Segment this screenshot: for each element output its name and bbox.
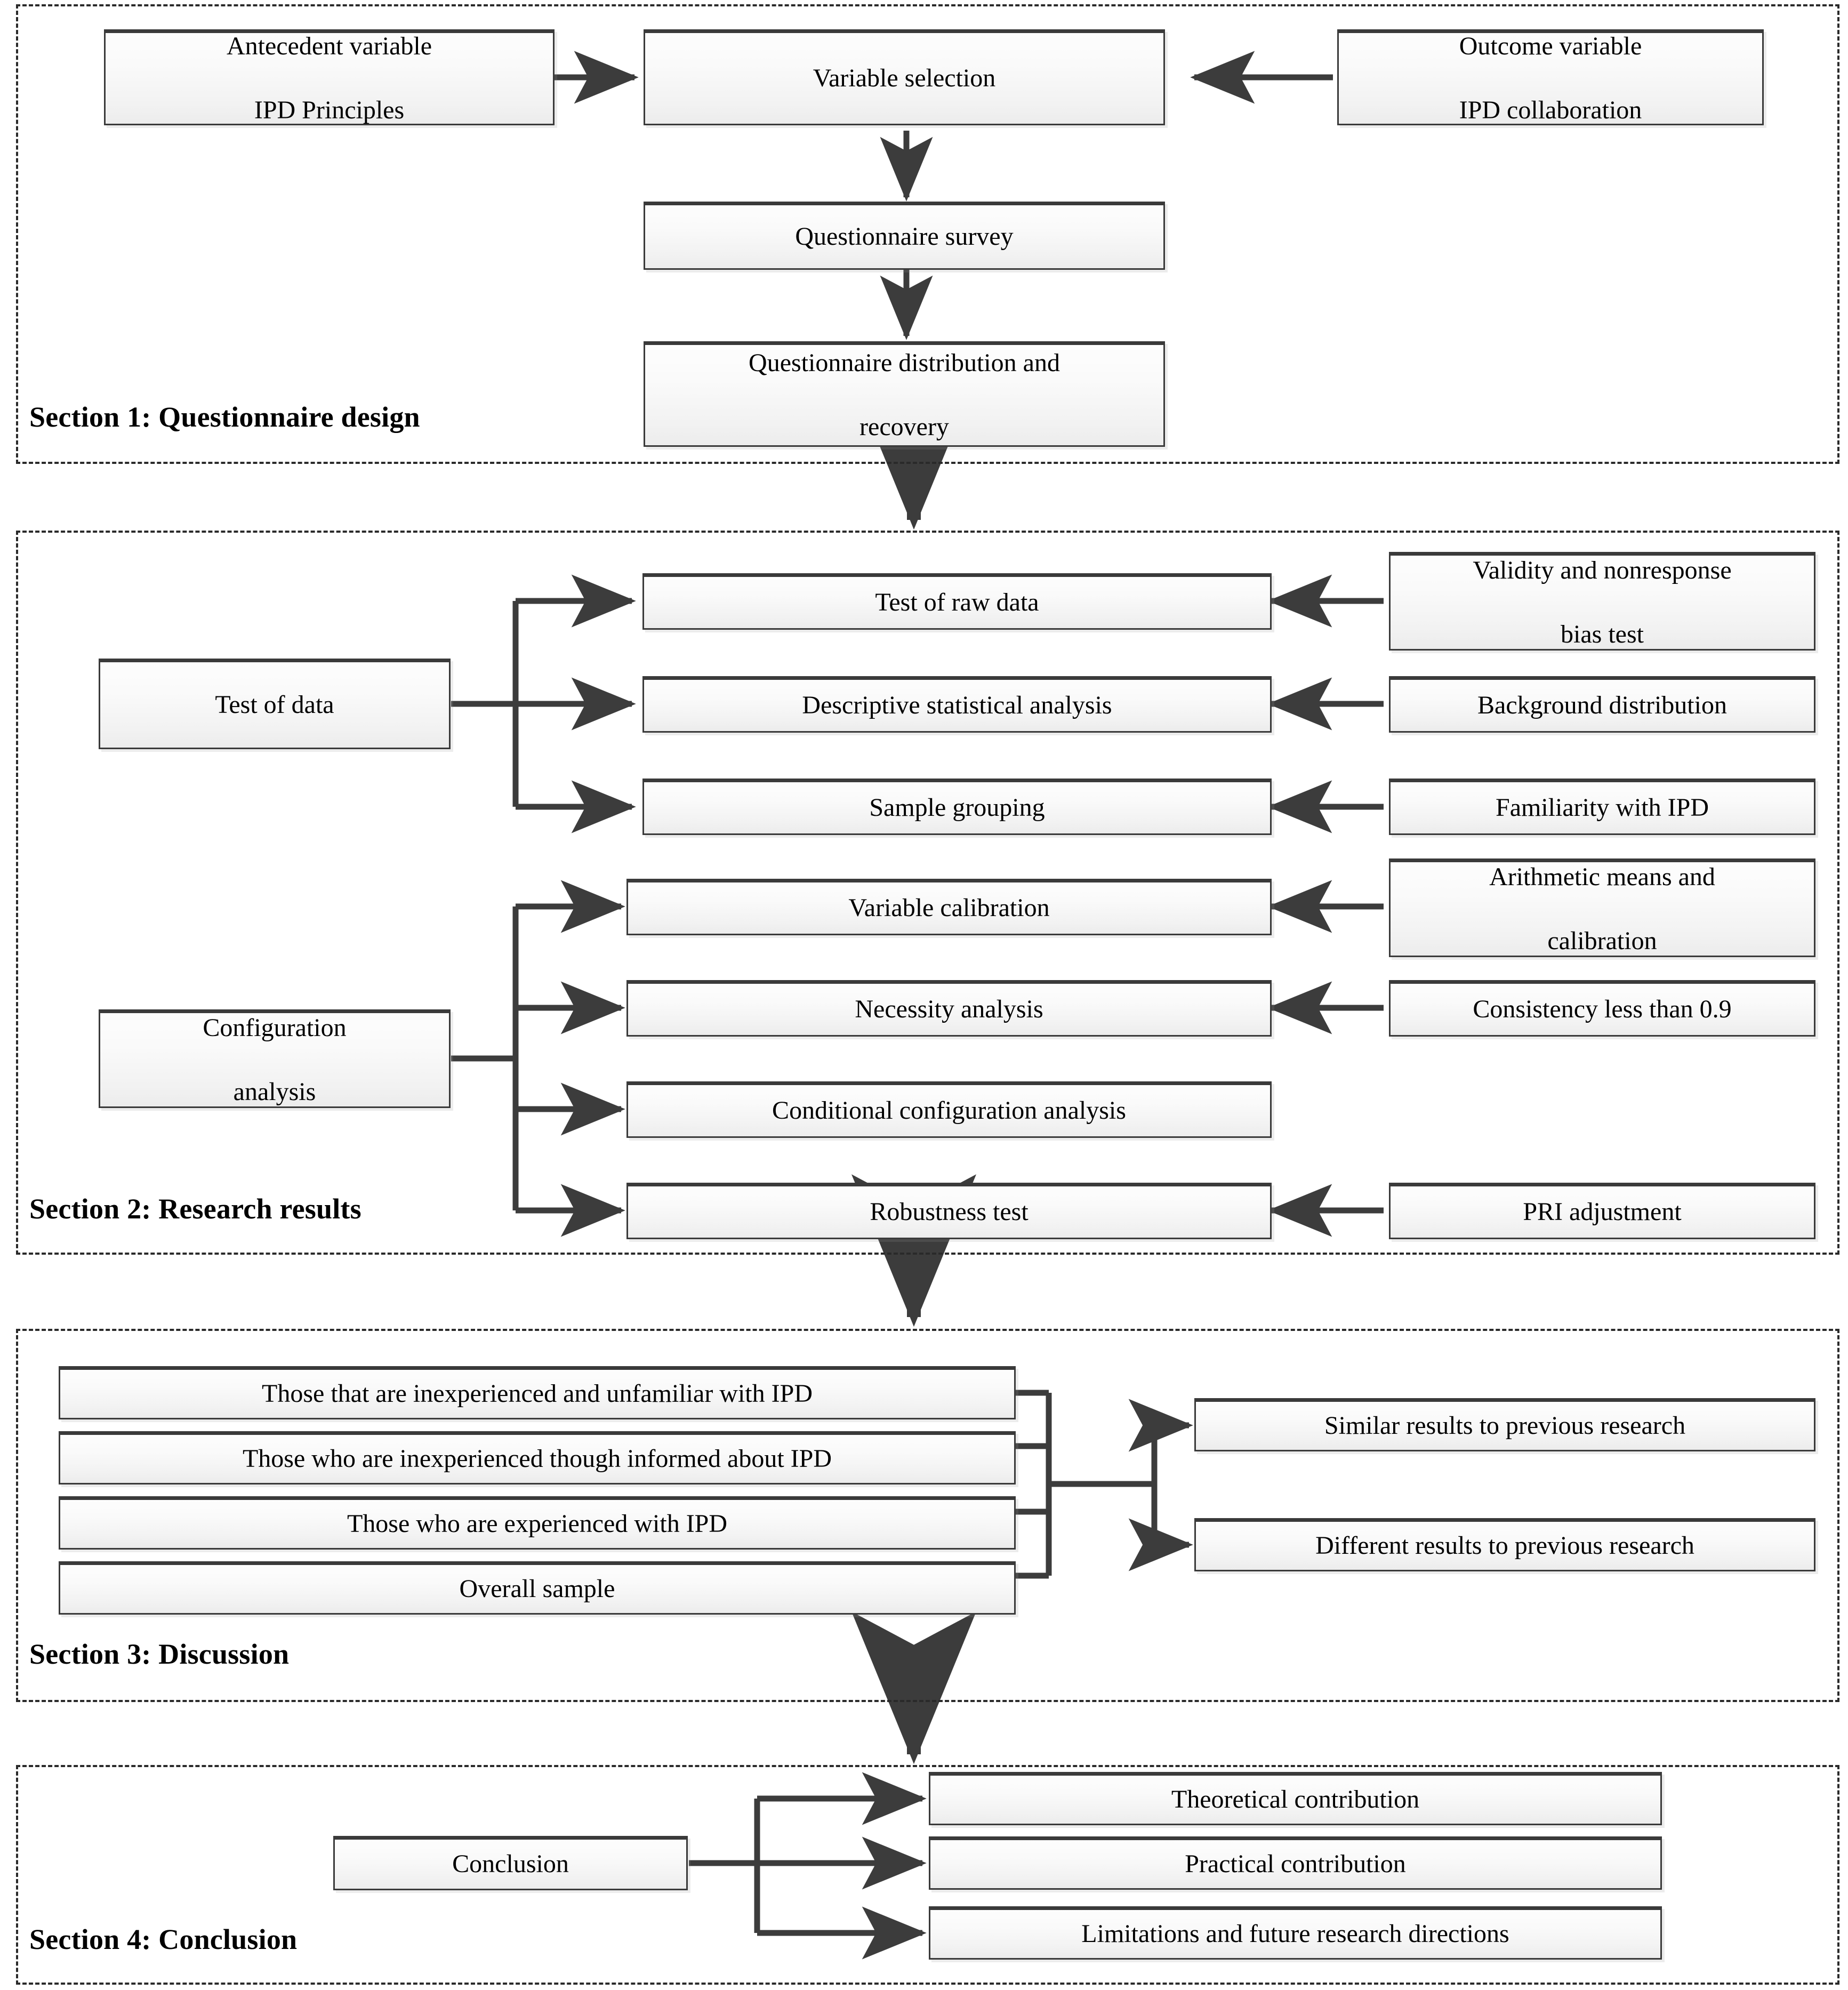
node-necessity-analysis[interactable]: Necessity analysis: [626, 980, 1272, 1037]
node-conclusion[interactable]: Conclusion: [333, 1836, 688, 1890]
node-test-of-data-label: Test of data: [215, 690, 334, 719]
node-conditional-label: Conditional configuration analysis: [772, 1096, 1126, 1125]
section-1-frame: [16, 4, 1839, 464]
node-group-informed[interactable]: Those who are inexperienced though infor…: [59, 1431, 1016, 1485]
node-familiarity-with-ipd[interactable]: Familiarity with IPD: [1389, 779, 1815, 835]
node-group-experienced-label: Those who are experienced with IPD: [347, 1509, 728, 1538]
node-pri-label: PRI adjustment: [1523, 1197, 1682, 1226]
section-3-frame: [16, 1329, 1839, 1702]
node-questionnaire-distribution-line1: Questionnaire distribution and: [749, 349, 1060, 377]
node-descriptive-statistical-analysis[interactable]: Descriptive statistical analysis: [642, 676, 1272, 733]
node-arithmetic-line1: Arithmetic means and: [1489, 862, 1715, 891]
node-group-unfamiliar[interactable]: Those that are inexperienced and unfamil…: [59, 1366, 1016, 1419]
node-configuration-analysis[interactable]: Configuration analysis: [99, 1009, 451, 1108]
node-group-overall-label: Overall sample: [459, 1574, 615, 1603]
node-validity-nonresponse[interactable]: Validity and nonresponse bias test: [1389, 552, 1815, 651]
section-4-label: Section 4: Conclusion: [29, 1923, 298, 1955]
node-validity-line2: bias test: [1561, 620, 1644, 648]
node-similar-results-label: Similar results to previous research: [1324, 1411, 1686, 1440]
node-variable-selection[interactable]: Variable selection: [644, 29, 1165, 125]
node-limitations-future-research[interactable]: Limitations and future research directio…: [929, 1906, 1662, 1960]
node-questionnaire-distribution[interactable]: Questionnaire distribution and recovery: [644, 341, 1165, 447]
node-questionnaire-distribution-line2: recovery: [859, 413, 949, 441]
node-questionnaire-survey-label: Questionnaire survey: [795, 222, 1014, 251]
node-group-informed-label: Those who are inexperienced though infor…: [242, 1444, 832, 1473]
node-sample-grouping[interactable]: Sample grouping: [642, 779, 1272, 835]
node-different-results[interactable]: Different results to previous research: [1194, 1518, 1815, 1571]
node-pri-adjustment[interactable]: PRI adjustment: [1389, 1183, 1815, 1239]
node-antecedent-line1: Antecedent variable: [226, 32, 432, 60]
node-configuration-line2: analysis: [233, 1077, 316, 1106]
node-test-of-raw-data-label: Test of raw data: [875, 588, 1039, 616]
node-outcome-variable[interactable]: Outcome variable IPD collaboration: [1337, 29, 1764, 125]
node-descriptive-label: Descriptive statistical analysis: [802, 691, 1112, 719]
node-arithmetic-means-calibration[interactable]: Arithmetic means and calibration: [1389, 858, 1815, 957]
node-sample-grouping-label: Sample grouping: [869, 793, 1045, 822]
node-test-of-raw-data[interactable]: Test of raw data: [642, 573, 1272, 630]
node-theoretical-contribution[interactable]: Theoretical contribution: [929, 1772, 1662, 1825]
node-group-overall-sample[interactable]: Overall sample: [59, 1561, 1016, 1615]
node-consistency-label: Consistency less than 0.9: [1473, 994, 1732, 1023]
section-3-label: Section 3: Discussion: [29, 1638, 290, 1670]
node-test-of-data[interactable]: Test of data: [99, 659, 451, 749]
node-consistency-less-than[interactable]: Consistency less than 0.9: [1389, 980, 1815, 1037]
node-variable-calibration[interactable]: Variable calibration: [626, 879, 1272, 935]
node-antecedent-line2: IPD Principles: [254, 96, 405, 124]
section-2-frame: [16, 531, 1839, 1255]
node-theoretical-label: Theoretical contribution: [1171, 1785, 1420, 1814]
node-limitations-label: Limitations and future research directio…: [1081, 1919, 1509, 1948]
section-2-label: Section 2: Research results: [29, 1193, 361, 1225]
node-arithmetic-line2: calibration: [1547, 926, 1657, 955]
node-configuration-line1: Configuration: [203, 1013, 347, 1042]
node-antecedent-variable[interactable]: Antecedent variable IPD Principles: [104, 29, 555, 125]
node-robustness-test[interactable]: Robustness test: [626, 1183, 1272, 1239]
node-group-unfamiliar-label: Those that are inexperienced and unfamil…: [262, 1379, 813, 1408]
node-robustness-label: Robustness test: [870, 1197, 1029, 1226]
node-outcome-line1: Outcome variable: [1459, 32, 1642, 60]
node-necessity-label: Necessity analysis: [855, 994, 1043, 1023]
node-variable-selection-label: Variable selection: [813, 63, 996, 92]
node-similar-results[interactable]: Similar results to previous research: [1194, 1398, 1815, 1451]
node-practical-contribution[interactable]: Practical contribution: [929, 1836, 1662, 1890]
section-1-label: Section 1: Questionnaire design: [29, 401, 420, 433]
section-4-frame: [16, 1765, 1839, 1985]
node-group-experienced[interactable]: Those who are experienced with IPD: [59, 1496, 1016, 1550]
node-variable-calibration-label: Variable calibration: [848, 893, 1050, 922]
node-outcome-line2: IPD collaboration: [1459, 96, 1642, 124]
node-conditional-configuration-analysis[interactable]: Conditional configuration analysis: [626, 1081, 1272, 1138]
node-familiarity-label: Familiarity with IPD: [1496, 793, 1709, 822]
node-conclusion-label: Conclusion: [452, 1849, 569, 1878]
node-questionnaire-survey[interactable]: Questionnaire survey: [644, 202, 1165, 270]
node-practical-label: Practical contribution: [1185, 1849, 1406, 1878]
node-validity-line1: Validity and nonresponse: [1473, 556, 1732, 584]
node-background-distribution[interactable]: Background distribution: [1389, 676, 1815, 733]
node-background-label: Background distribution: [1477, 691, 1727, 719]
node-different-results-label: Different results to previous research: [1315, 1531, 1694, 1560]
